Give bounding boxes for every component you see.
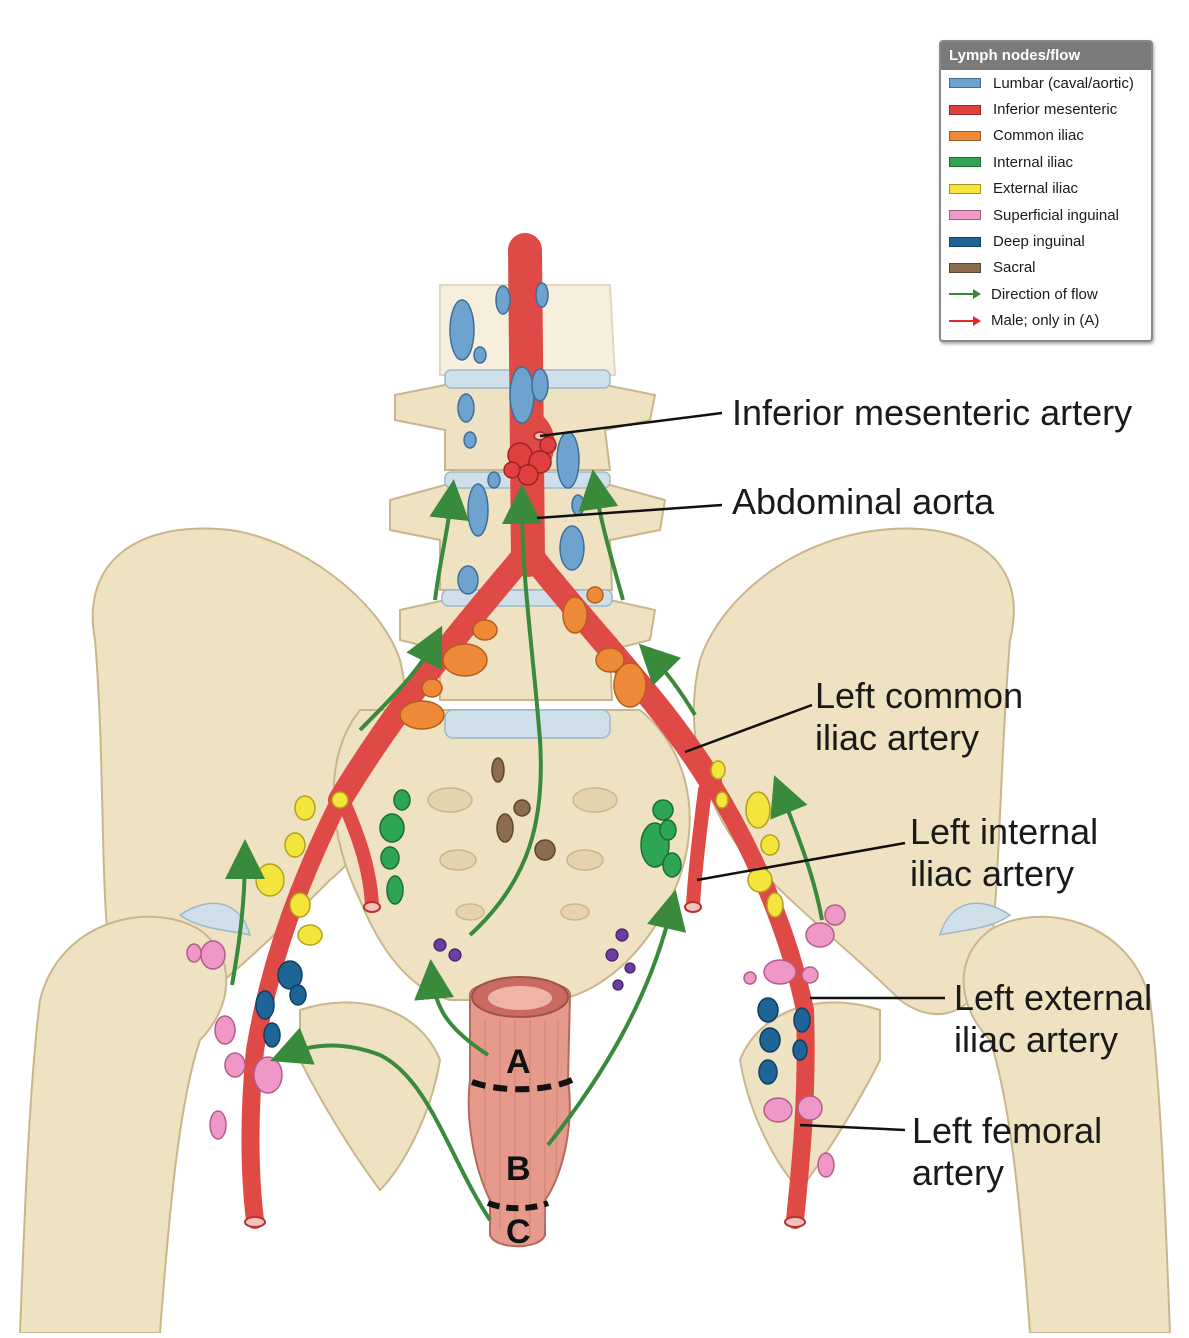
label-abdominal-aorta: Abdominal aorta [732, 481, 994, 523]
right-hip-joint [178, 902, 252, 937]
legend-item: Superficial inguinal [941, 202, 1151, 228]
label-line: Left femoral [912, 1110, 1103, 1151]
flow-arrow [770, 775, 824, 921]
sacral-foramina [427, 787, 618, 921]
red-arrow-icon [949, 315, 981, 326]
flow-arrow [429, 479, 470, 601]
flow-arrow [414, 959, 490, 1057]
legend-item-label: Male; only in (A) [991, 312, 1100, 330]
left-internal-iliac [686, 783, 712, 912]
label-line: Left internal [910, 811, 1099, 852]
flow-arrow [358, 625, 443, 732]
right-femur [18, 915, 228, 1334]
legend-item-label: Inferior mesenteric [993, 101, 1118, 119]
legend-item-label: Internal iliac [993, 153, 1074, 171]
label-line: Left common [815, 675, 1024, 716]
label-line: artery [912, 1152, 1005, 1193]
legend-item: External iliac [941, 176, 1151, 202]
external-iliac-nodes [255, 760, 784, 946]
left-ilium [692, 527, 1015, 1016]
superficial-inguinal-swatch [949, 210, 981, 221]
label-line: iliac artery [815, 717, 980, 758]
flow-arrows [224, 469, 824, 1222]
sacral-nodes [491, 757, 556, 861]
label-left-external-iliac-artery: Left external iliac artery [954, 977, 1152, 1061]
legend-title: Lymph nodes/flow [941, 42, 1151, 70]
left-hip-joint [938, 902, 1012, 937]
legend-item: Inferior mesenteric [941, 96, 1151, 122]
flow-arrow [638, 643, 697, 717]
label-text: Abdominal aorta [732, 481, 995, 522]
label-left-internal-iliac-artery: Left internal iliac artery [910, 811, 1098, 895]
flow-arrow [546, 889, 687, 1147]
lumbar-swatch [949, 78, 981, 89]
label-line: iliac artery [910, 853, 1075, 894]
label-text: Inferior mesenteric artery [732, 392, 1133, 433]
superficial-inguinal-nodes [186, 904, 846, 1178]
legend-item-label: Deep inguinal [993, 233, 1085, 251]
rectum [467, 976, 574, 1248]
segment-c-label: C [506, 1213, 531, 1251]
right-pubic-ramus [299, 1001, 442, 1192]
legend-item-label: Superficial inguinal [993, 206, 1119, 224]
legend-item-label: External iliac [993, 180, 1079, 198]
external-iliac-swatch [949, 183, 981, 194]
leader-lines [536, 411, 945, 1132]
disc [444, 709, 611, 739]
internal-iliac-nodes [379, 789, 682, 905]
common-iliac-nodes [399, 586, 647, 730]
legend-item: Sacral [941, 255, 1151, 281]
legend-item: Common iliac [941, 123, 1151, 149]
legend-item: Male; only in (A) [941, 308, 1151, 334]
line-a-b [470, 1077, 574, 1093]
lumbar-nodes [449, 282, 585, 595]
label-left-femoral-artery: Left femoral artery [912, 1110, 1102, 1194]
label-left-common-iliac-artery: Left common iliac artery [815, 675, 1023, 759]
legend-item: Direction of flow [941, 281, 1151, 307]
flow-arrow [224, 839, 265, 986]
line-b-c [486, 1200, 550, 1212]
legend: Lymph nodes/flow Lumbar (caval/aortic) In… [939, 40, 1153, 342]
segment-b-label: B [506, 1150, 531, 1188]
label-line: Left external [954, 977, 1153, 1018]
legend-item-label: Sacral [993, 259, 1036, 277]
right-external-iliac [241, 791, 349, 1229]
legend-list: Lumbar (caval/aortic) Inferior mesenteric… [941, 70, 1151, 334]
flow-arrow [468, 484, 543, 937]
flow-arrow [270, 1027, 492, 1222]
flow-arrow [578, 469, 625, 601]
legend-item: Deep inguinal [941, 228, 1151, 254]
legend-item: Lumbar (caval/aortic) [941, 70, 1151, 96]
inferior-mesenteric-nodes [503, 436, 557, 486]
legend-item-label: Direction of flow [991, 285, 1098, 303]
inferior-mesenteric-swatch [949, 104, 981, 115]
legend-item-label: Common iliac [993, 127, 1084, 145]
deep-inguinal-swatch [949, 236, 981, 247]
legend-item: Internal iliac [941, 149, 1151, 175]
right-internal-iliac [338, 798, 379, 912]
legend-item-label: Lumbar (caval/aortic) [993, 74, 1134, 92]
segment-a-label: A [506, 1043, 531, 1081]
label-inferior-mesenteric-artery: Inferior mesenteric artery [732, 392, 1132, 434]
common-iliac-swatch [949, 130, 981, 141]
green-arrow-icon [949, 289, 981, 300]
label-line: iliac artery [954, 1019, 1119, 1060]
internal-iliac-swatch [949, 157, 981, 168]
left-femur [962, 915, 1172, 1334]
sacral-swatch [949, 262, 981, 273]
